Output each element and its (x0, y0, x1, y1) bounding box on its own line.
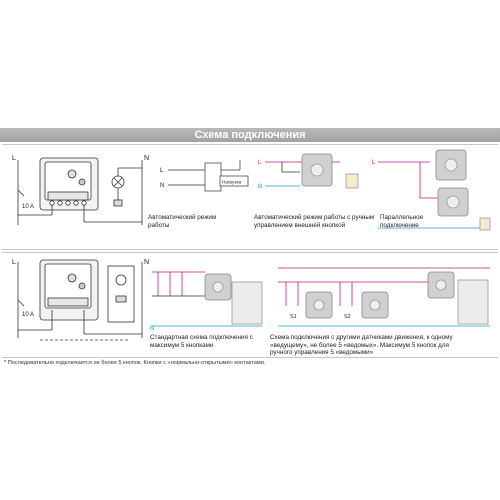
standard-scheme-diagram (152, 271, 263, 327)
label-L-auto: L (160, 168, 164, 174)
section-title: Схема подключения (194, 129, 306, 141)
label-N-auto: N (160, 183, 164, 189)
label-load: Нагрузка (222, 180, 242, 185)
label-s1: S1 (290, 314, 297, 320)
auto-mode-diagram (168, 160, 249, 192)
device-schematic-2 (17, 259, 143, 341)
device-schematic-1 (17, 157, 143, 225)
auto-manual-diagram (265, 153, 359, 189)
label-current-2: 10 A (22, 312, 34, 318)
caption-master-slave: Схема подключения с другими датчиками дв… (270, 334, 453, 356)
parallel-diagram (378, 149, 491, 231)
label-L-2: L (12, 259, 16, 266)
label-current-1: 10 A (22, 204, 34, 210)
label-L-parallel: L (372, 160, 376, 166)
caption-parallel: Параллельное подключение (380, 214, 424, 229)
caption-auto: Автоматический режим работы (148, 214, 217, 229)
title-bar: Схема подключения (0, 128, 500, 142)
label-L-1: L (12, 155, 16, 162)
label-N-1: N (144, 155, 149, 162)
label-s2: S2 (344, 314, 351, 320)
label-N-manual: N (258, 184, 262, 190)
label-N-2b: N (150, 326, 154, 332)
label-N-2: N (144, 259, 149, 266)
master-slave-diagram (278, 267, 490, 327)
caption-auto-manual: Автоматический режим работы с ручным упр… (254, 214, 375, 229)
caption-standard: Стандартная схема подключения с максимум… (150, 334, 253, 349)
footnote: * Последовательно подключается не более … (4, 360, 266, 366)
label-L-manual: L (258, 160, 262, 166)
